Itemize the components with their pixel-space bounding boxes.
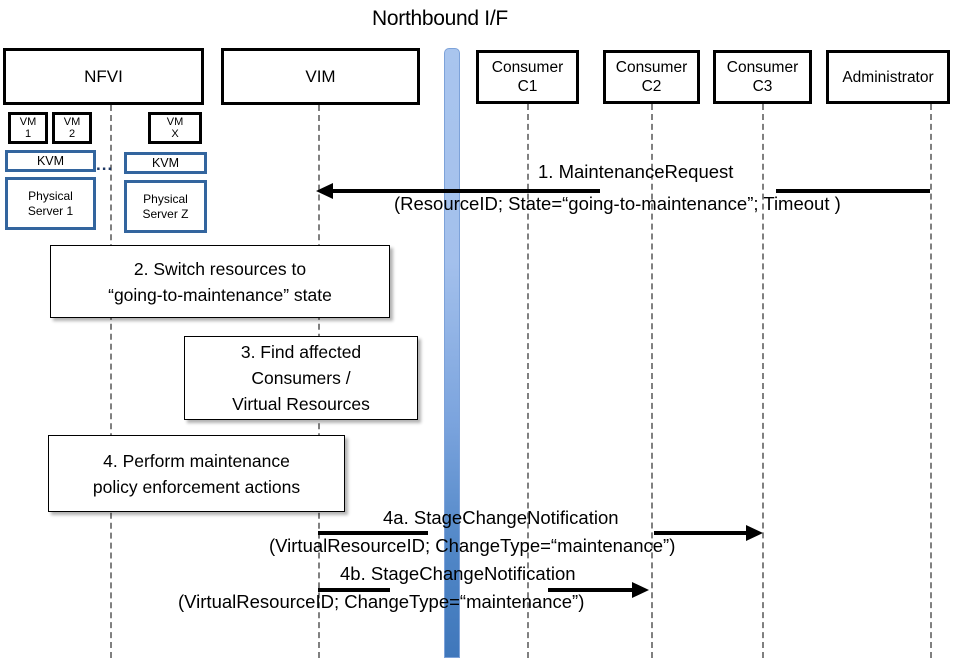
- message-4b-line-left-segment: [318, 588, 390, 592]
- participant-consumer-c1-label-line1: Consumer: [491, 59, 564, 76]
- action-box-step-3-line2: Consumers /: [251, 368, 351, 388]
- physical-server-z-box[interactable]: Physical Server Z: [124, 180, 207, 233]
- participant-administrator-label: Administrator: [842, 68, 934, 86]
- message-1-line-right-segment: [776, 189, 930, 193]
- lifeline-administrator: [930, 104, 932, 658]
- action-box-step-3-line1: 3. Find affected: [240, 342, 362, 362]
- message-4b-label: 4b. StageChangeNotification: [340, 563, 576, 584]
- participant-consumer-c1[interactable]: Consumer C1: [476, 50, 579, 104]
- kvm-box-left-label: KVM: [36, 153, 65, 168]
- action-box-step-2-line1: 2. Switch resources to: [133, 258, 307, 279]
- participant-administrator[interactable]: Administrator: [826, 50, 950, 104]
- vm-box-1-line1: VM: [19, 115, 37, 128]
- physical-server-1-box[interactable]: Physical Server 1: [5, 177, 96, 230]
- message-4b-line-right-segment: [548, 588, 634, 592]
- message-4a-params: (VirtualResourceID; ChangeType=“maintena…: [269, 535, 676, 556]
- participant-consumer-c3-label-line1: Consumer: [726, 59, 799, 76]
- vm-box-x[interactable]: VM X: [148, 112, 202, 144]
- participant-vim[interactable]: VIM: [221, 48, 420, 105]
- vm-box-2-line1: VM: [63, 115, 81, 128]
- action-box-step-4[interactable]: 4. Perform maintenance policy enforcemen…: [48, 435, 345, 512]
- message-1-label: 1. MaintenanceRequest: [538, 161, 734, 182]
- action-box-step-2-line2: “going-to-maintenance” state: [108, 284, 332, 305]
- participant-nfvi-label: NFVI: [84, 66, 123, 86]
- vm-box-2[interactable]: VM 2: [52, 112, 92, 144]
- vm-box-x-line2: X: [171, 128, 179, 140]
- participant-consumer-c2-label-line2: C2: [641, 78, 662, 95]
- message-4a-label: 4a. StageChangeNotification: [383, 507, 619, 528]
- action-box-step-4-line2: policy enforcement actions: [92, 476, 301, 497]
- vm-box-2-line2: 2: [68, 128, 76, 140]
- lifeline-consumer-c3: [762, 104, 764, 658]
- message-4a-line-left-segment: [318, 531, 428, 535]
- message-4a-arrow-head: [746, 525, 763, 541]
- action-box-step-3-line3: Virtual Resources: [232, 394, 370, 414]
- vm-box-1[interactable]: VM 1: [8, 112, 48, 144]
- message-1-line-left-segment: [332, 189, 600, 193]
- action-box-step-3[interactable]: 3. Find affected Consumers / Virtual Res…: [184, 336, 418, 420]
- message-1-params: (ResourceID; State=“going-to-maintenance…: [394, 193, 841, 214]
- lifeline-consumer-c2: [651, 104, 653, 658]
- participant-consumer-c3[interactable]: Consumer C3: [713, 50, 812, 104]
- message-4a-line-right-segment: [654, 531, 748, 535]
- physical-server-z-line1: Physical: [143, 192, 188, 206]
- vm-box-1-line2: 1: [24, 128, 32, 140]
- physical-server-1-line1: Physical: [28, 189, 73, 203]
- participant-consumer-c1-label-line2: C1: [517, 78, 538, 95]
- message-4b-arrow-head: [632, 582, 649, 598]
- action-box-step-2[interactable]: 2. Switch resources to “going-to-mainten…: [50, 245, 390, 318]
- kvm-box-right[interactable]: KVM: [124, 152, 207, 174]
- physical-server-z-line2: Server Z: [142, 206, 189, 221]
- kvm-box-right-label: KVM: [151, 155, 180, 170]
- page-title: Northbound I/F: [372, 7, 508, 30]
- physical-server-1-line2: Server 1: [27, 203, 74, 218]
- participant-consumer-c2[interactable]: Consumer C2: [603, 50, 700, 104]
- lifeline-consumer-c1: [527, 104, 529, 658]
- kvm-box-left[interactable]: KVM: [5, 150, 96, 172]
- participant-consumer-c2-label-line1: Consumer: [615, 59, 688, 76]
- vm-box-x-line1: VM: [166, 115, 184, 128]
- message-4b-params: (VirtualResourceID; ChangeType=“maintena…: [178, 591, 585, 612]
- message-1-arrow-head: [316, 183, 333, 199]
- lifeline-nfvi: [110, 105, 112, 658]
- ellipsis-separator: ...: [96, 155, 114, 174]
- participant-nfvi[interactable]: NFVI: [3, 48, 204, 105]
- participant-vim-label: VIM: [305, 66, 336, 86]
- action-box-step-4-line1: 4. Perform maintenance: [103, 450, 290, 471]
- participant-consumer-c3-label-line2: C3: [752, 78, 773, 95]
